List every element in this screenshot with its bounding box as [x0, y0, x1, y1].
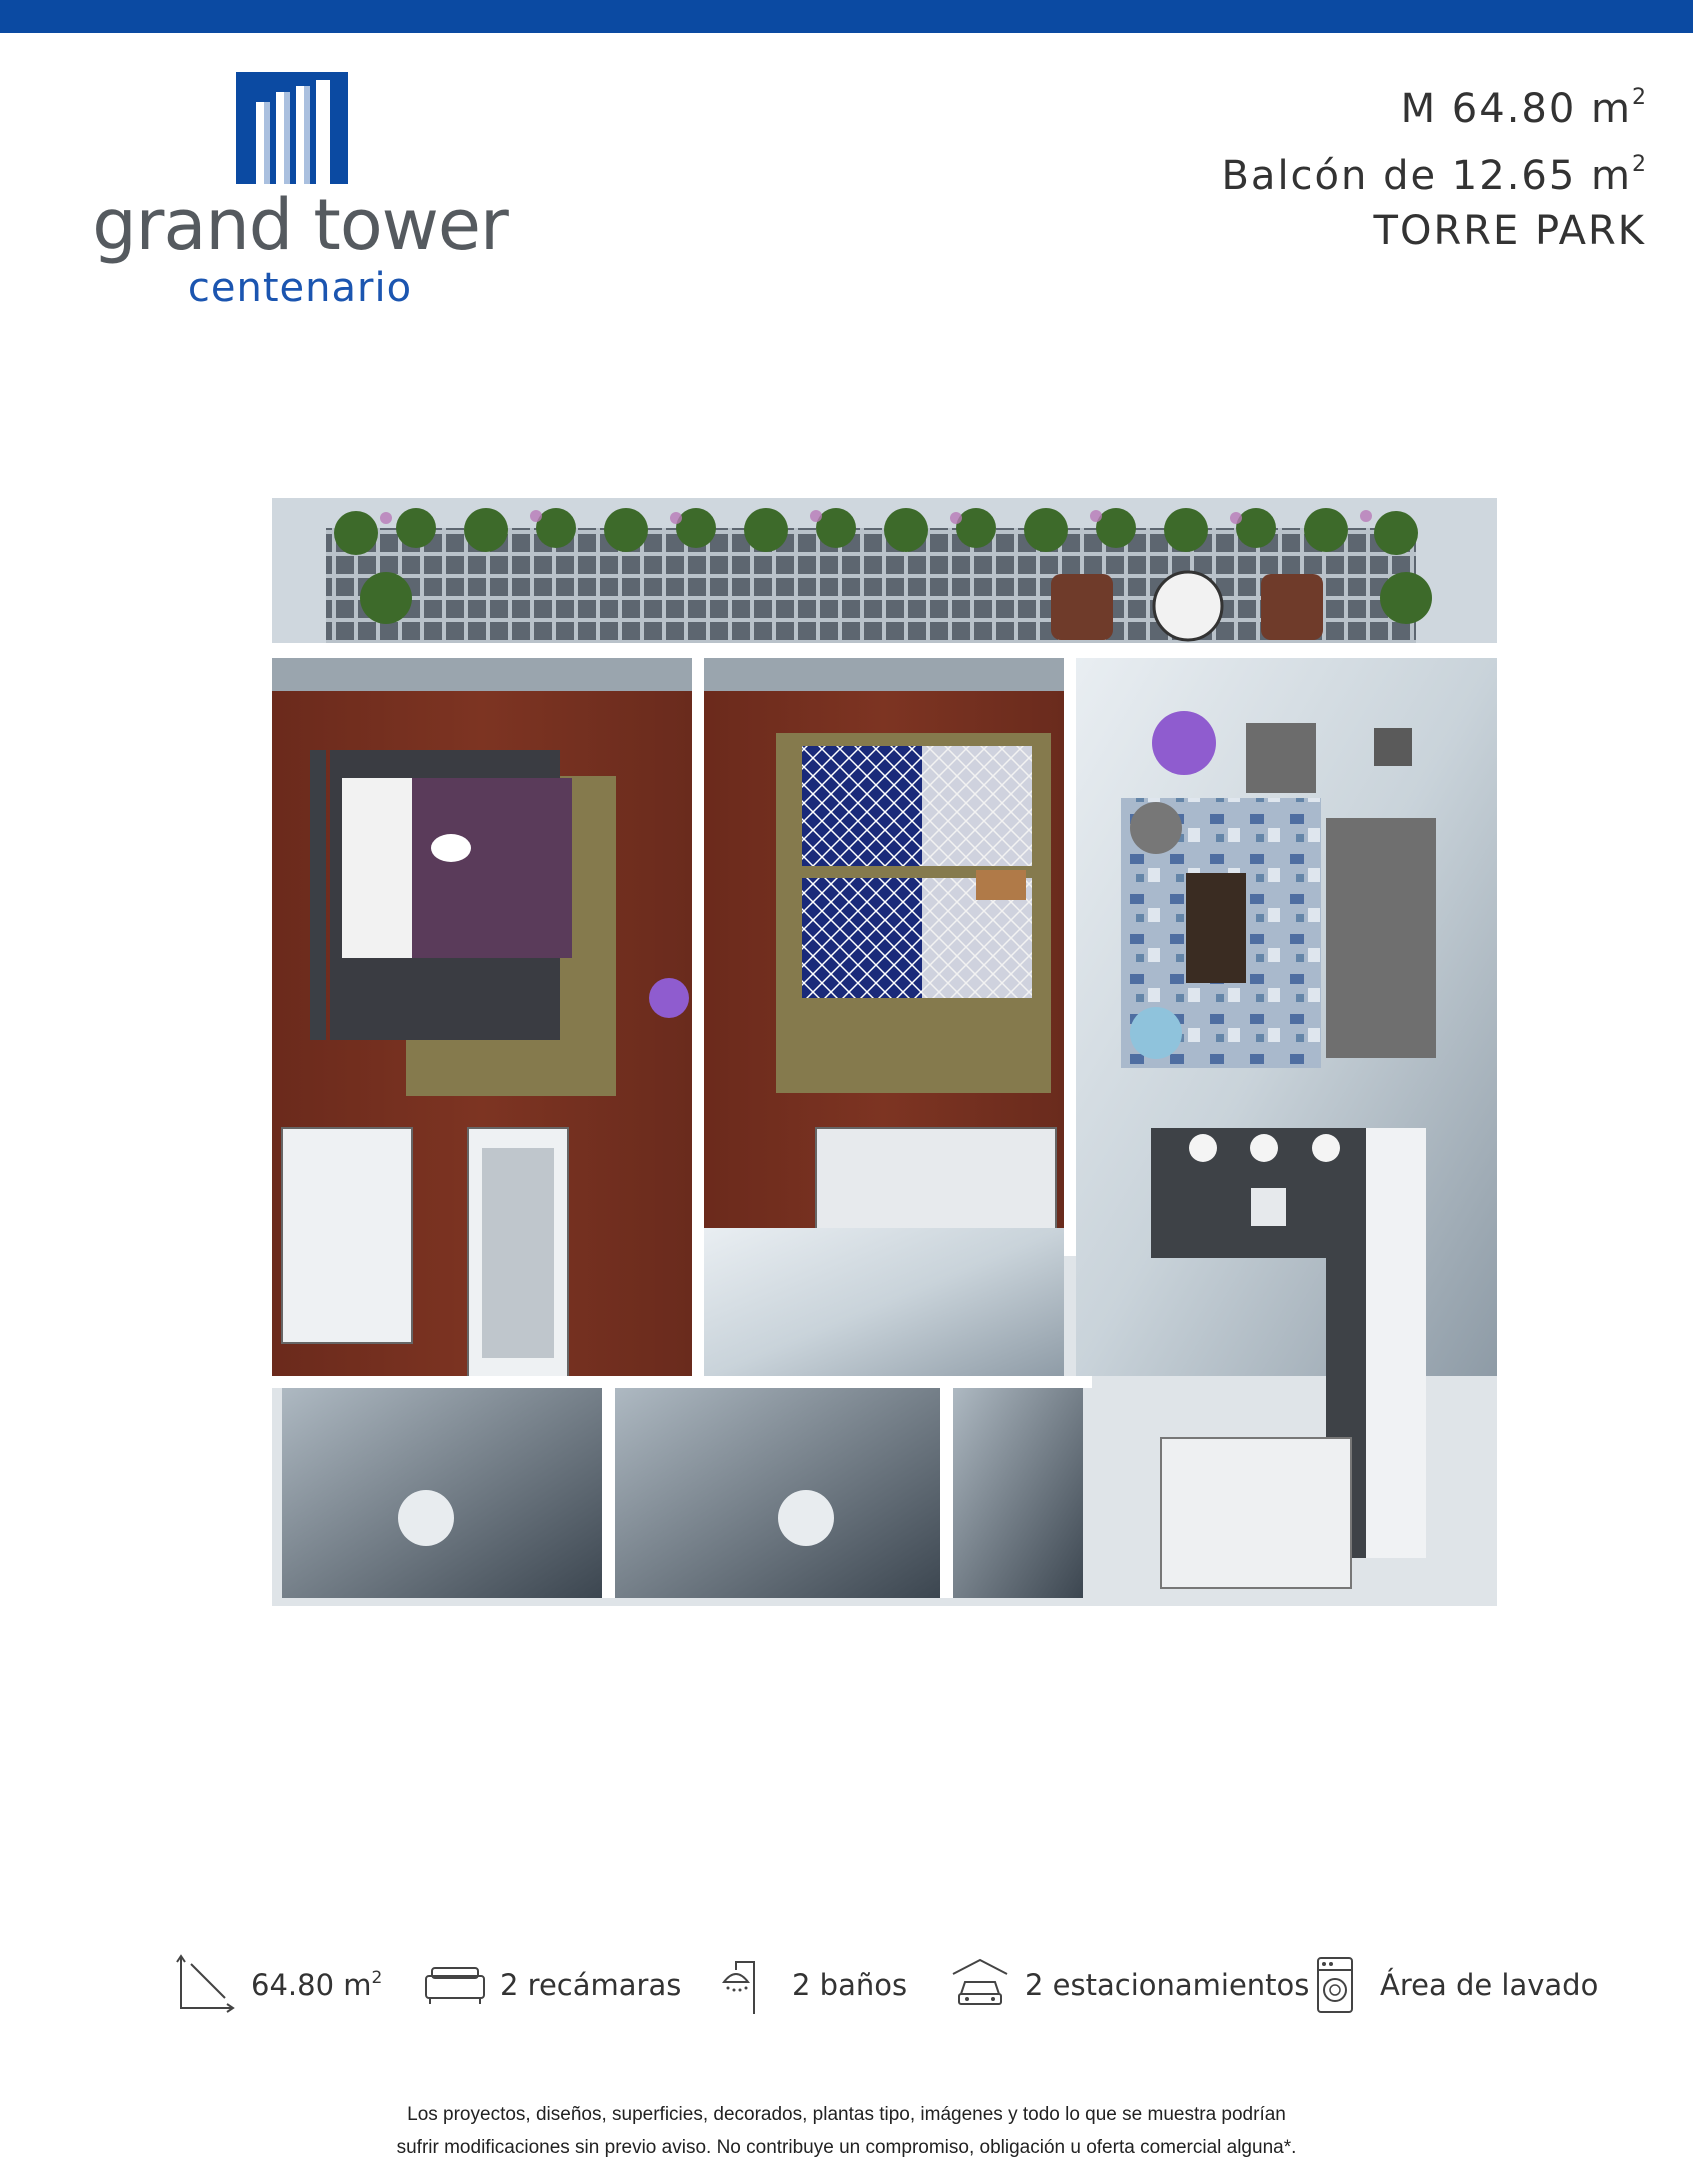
- tower-logo-icon: [236, 72, 348, 184]
- feature-laundry-label: Área de lavado: [1380, 1968, 1599, 2002]
- tower-name: TORRE PARK: [1373, 208, 1646, 254]
- feature-parking-label: 2 estacionamientos: [1025, 1968, 1310, 2002]
- feature-area-label: 64.80 m2: [251, 1968, 383, 2002]
- car-icon: [952, 1958, 1008, 2005]
- floor-plan-render: [272, 498, 1497, 1606]
- area-icon: [176, 1954, 235, 2013]
- washer-icon: [1317, 1957, 1353, 2013]
- disclaimer-line-1: Los proyectos, diseños, superficies, dec…: [407, 2104, 1286, 2125]
- feature-laundry: Área de lavado: [1304, 1950, 1598, 2020]
- feature-bedrooms-label: 2 recámaras: [500, 1968, 682, 2002]
- brand-logo: grand tower centenario: [70, 72, 530, 322]
- feature-bedrooms: 2 recámaras: [424, 1950, 681, 2020]
- feature-bathrooms: 2 baños: [716, 1950, 907, 2020]
- unit-specs: M 64.80 m2 Balcón de 12.65 m2 TORRE PARK: [1221, 70, 1646, 271]
- brand-subname: centenario: [187, 265, 413, 311]
- feature-parking: 2 estacionamientos: [949, 1950, 1309, 2020]
- feature-area: 64.80 m2: [175, 1950, 382, 2020]
- feature-bathrooms-label: 2 baños: [792, 1968, 908, 2002]
- top-brand-bar: [0, 0, 1693, 33]
- legal-disclaimer: Los proyectos, diseños, superficies, dec…: [0, 2098, 1693, 2164]
- unit-area: M 64.80 m2: [1400, 85, 1646, 132]
- disclaimer-line-2: sufrir modificaciones sin previo aviso. …: [396, 2137, 1297, 2158]
- bed-icon: [425, 1967, 485, 2004]
- brand-name: grand tower: [92, 184, 509, 266]
- shower-icon: [721, 1961, 755, 2014]
- balcony-area: Balcón de 12.65 m2: [1221, 152, 1646, 199]
